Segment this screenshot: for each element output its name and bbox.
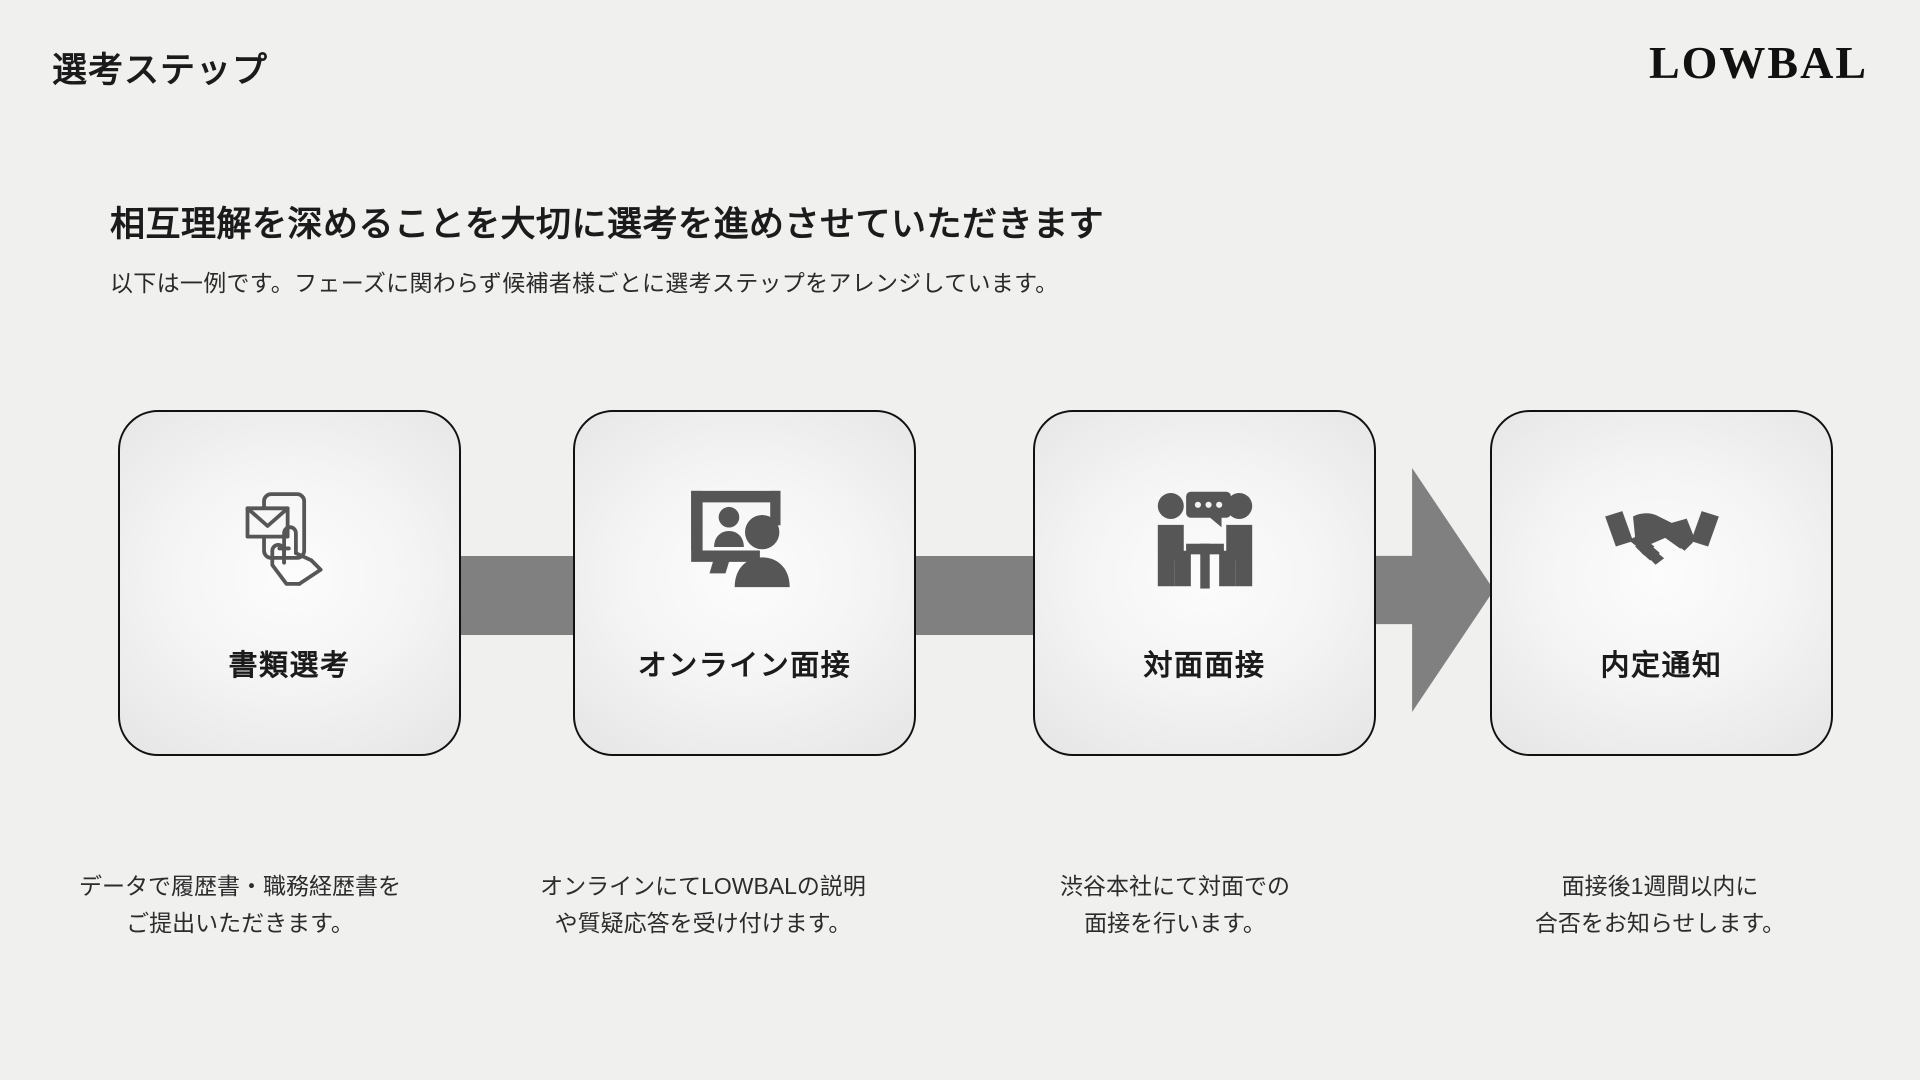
- step-caption-3: 渋谷本社にて対面での 面接を行います。: [945, 868, 1405, 942]
- page-title: 選考ステップ: [52, 51, 269, 90]
- step-caption-1: データで履歴書・職務経歴書を ご提出いただきます。: [10, 868, 470, 942]
- step-card-3-label: 対面面接: [1143, 650, 1266, 682]
- step-caption-1-line1: データで履歴書・職務経歴書を: [79, 873, 401, 899]
- step-caption-4-line2: 合否をお知らせします。: [1534, 910, 1786, 936]
- step-card-4-label: 内定通知: [1600, 650, 1723, 682]
- step-caption-2-line2: や質疑応答を受け付けます。: [554, 910, 852, 936]
- phone-email-hand-icon: [120, 474, 459, 604]
- step-caption-2: オンラインにてLOWBALの説明 や質疑応答を受け付けます。: [473, 868, 933, 942]
- step-caption-3-line2: 面接を行います。: [1084, 910, 1266, 936]
- step-caption-1-line2: ご提出いただきます。: [126, 910, 354, 936]
- handshake-icon: [1492, 474, 1831, 604]
- video-call-icon: [575, 474, 914, 604]
- step-card-2[interactable]: オンライン面接: [573, 410, 916, 756]
- step-caption-3-line1: 渋谷本社にて対面での: [1060, 873, 1290, 899]
- step-card-3[interactable]: 対面面接: [1033, 410, 1376, 756]
- step-card-2-label: オンライン面接: [637, 650, 852, 682]
- connector-bar-2: [910, 556, 1040, 635]
- step-caption-2-line1: オンラインにてLOWBALの説明: [540, 873, 866, 899]
- brand-logo: LOWBAL: [1648, 37, 1868, 88]
- step-card-1[interactable]: 書類選考: [118, 410, 461, 756]
- people-meeting-icon: [1035, 474, 1374, 604]
- step-card-4[interactable]: 内定通知: [1490, 410, 1833, 756]
- lead-heading: 相互理解を深めることを大切に選考を進めさせていただきます: [110, 205, 1105, 244]
- step-caption-4-line1: 面接後1週間以内に: [1561, 873, 1759, 899]
- connector-bar-1: [455, 556, 578, 635]
- arrow-right-icon: [1368, 468, 1494, 712]
- lead-subtitle: 以下は一例です。フェーズに関わらず候補者様ごとに選考ステップをアレンジしています…: [110, 270, 1059, 296]
- step-caption-4: 面接後1週間以内に 合否をお知らせします。: [1430, 868, 1890, 942]
- step-card-1-label: 書類選考: [228, 650, 351, 682]
